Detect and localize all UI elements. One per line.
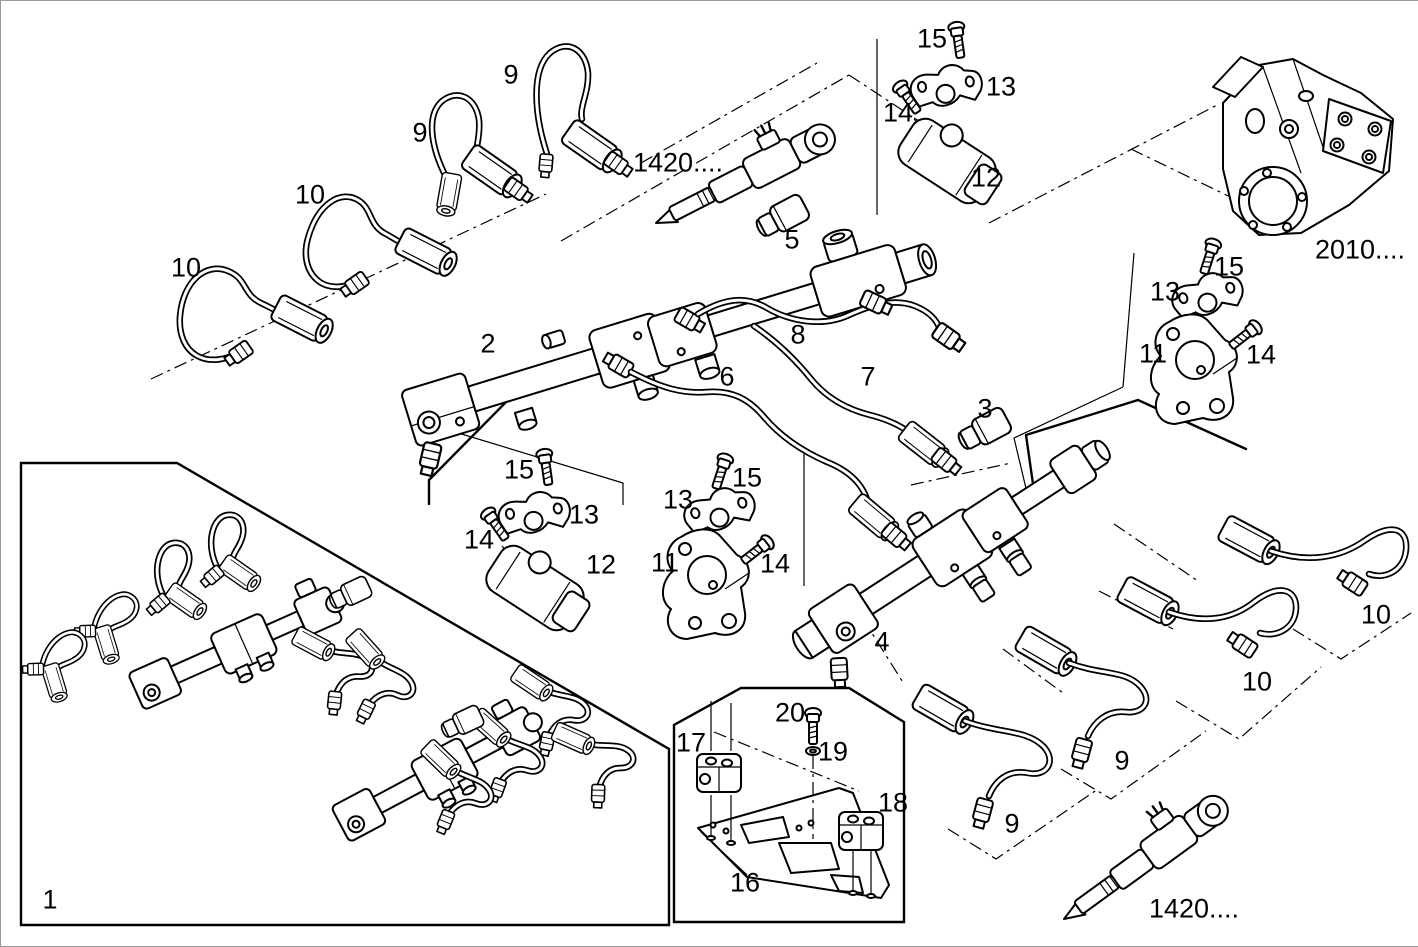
callout-7: 7	[860, 361, 876, 392]
injection-pipe-10-rear-a	[1215, 513, 1410, 598]
group-bracket-lines	[427, 39, 1248, 586]
callout-3: 3	[977, 393, 993, 424]
callout-1: 1	[42, 884, 58, 915]
callout-19: 19	[817, 736, 849, 767]
callout-13: 13	[1149, 276, 1181, 307]
callout-11: 11	[650, 547, 680, 578]
callout-13: 13	[662, 484, 694, 515]
callout-14: 14	[882, 97, 914, 128]
callout-4: 4	[874, 626, 890, 657]
callout-12: 12	[585, 549, 617, 580]
clamp-group-center	[479, 448, 601, 640]
callout-12: 12	[970, 162, 1002, 193]
callout-9: 9	[1114, 745, 1130, 776]
callout-2: 2	[480, 328, 496, 359]
callout-20: 20	[774, 697, 806, 728]
callout-10: 10	[1360, 599, 1392, 630]
callout-16: 16	[729, 867, 761, 898]
phantom-leader-lines	[150, 62, 1412, 860]
fuel-rail-rear-4	[791, 439, 1111, 689]
callout-14: 14	[759, 548, 791, 579]
callout-10: 10	[1241, 666, 1273, 697]
injection-pipe-9-front-b	[533, 43, 636, 180]
callout-13: 13	[985, 71, 1017, 102]
bracket-kit-box-16	[672, 686, 906, 924]
pipe-7	[750, 322, 965, 479]
callout-11: 11	[1138, 338, 1168, 369]
rail-clamp-17	[696, 753, 742, 793]
callout-15: 15	[916, 23, 948, 54]
injection-pipe-9-front-a	[428, 92, 536, 219]
bracket-group-right	[1151, 237, 1264, 424]
callout-15: 15	[503, 454, 535, 485]
kit-box-1	[14, 461, 671, 927]
pipe-6	[600, 349, 914, 554]
callout-2010: 2010....	[1314, 234, 1406, 265]
callout-1420: 1420....	[632, 147, 724, 178]
high-pressure-pump	[1212, 56, 1394, 236]
callout-18: 18	[877, 787, 909, 818]
injection-pipe-9-rear-b	[909, 681, 1053, 831]
callout-17: 17	[675, 727, 707, 758]
callout-13: 13	[568, 499, 600, 530]
rail-clamp-18	[838, 811, 884, 851]
kit-pipe	[199, 515, 264, 594]
callout-9: 9	[1004, 808, 1020, 839]
kit-pipe	[548, 712, 639, 814]
callout-6: 6	[719, 361, 735, 392]
callout-14: 14	[463, 524, 495, 555]
callout-14: 14	[1245, 339, 1277, 370]
injection-pipe-9-rear-a	[1012, 623, 1150, 771]
callout-9: 9	[412, 117, 428, 148]
callout-10: 10	[170, 252, 202, 283]
injection-pipe-10-front-a	[176, 265, 338, 369]
callout-8: 8	[790, 319, 806, 350]
kit-plug	[325, 574, 375, 614]
callout-10: 10	[294, 179, 326, 210]
fuel-rail-front-2	[401, 228, 938, 478]
callout-15: 15	[731, 462, 763, 493]
callout-1420: 1420....	[1148, 893, 1240, 924]
callout-9: 9	[503, 59, 519, 90]
plug-5	[751, 191, 813, 243]
kit-pipe	[324, 624, 426, 734]
injection-pipe-10-front-b	[302, 193, 462, 300]
pipe-8	[672, 288, 969, 356]
callout-15: 15	[1213, 251, 1245, 282]
kit-pipe	[145, 543, 210, 622]
kit-plug	[437, 703, 487, 743]
injection-pipe-10-rear-b	[1114, 574, 1300, 660]
callout-5: 5	[784, 224, 800, 255]
